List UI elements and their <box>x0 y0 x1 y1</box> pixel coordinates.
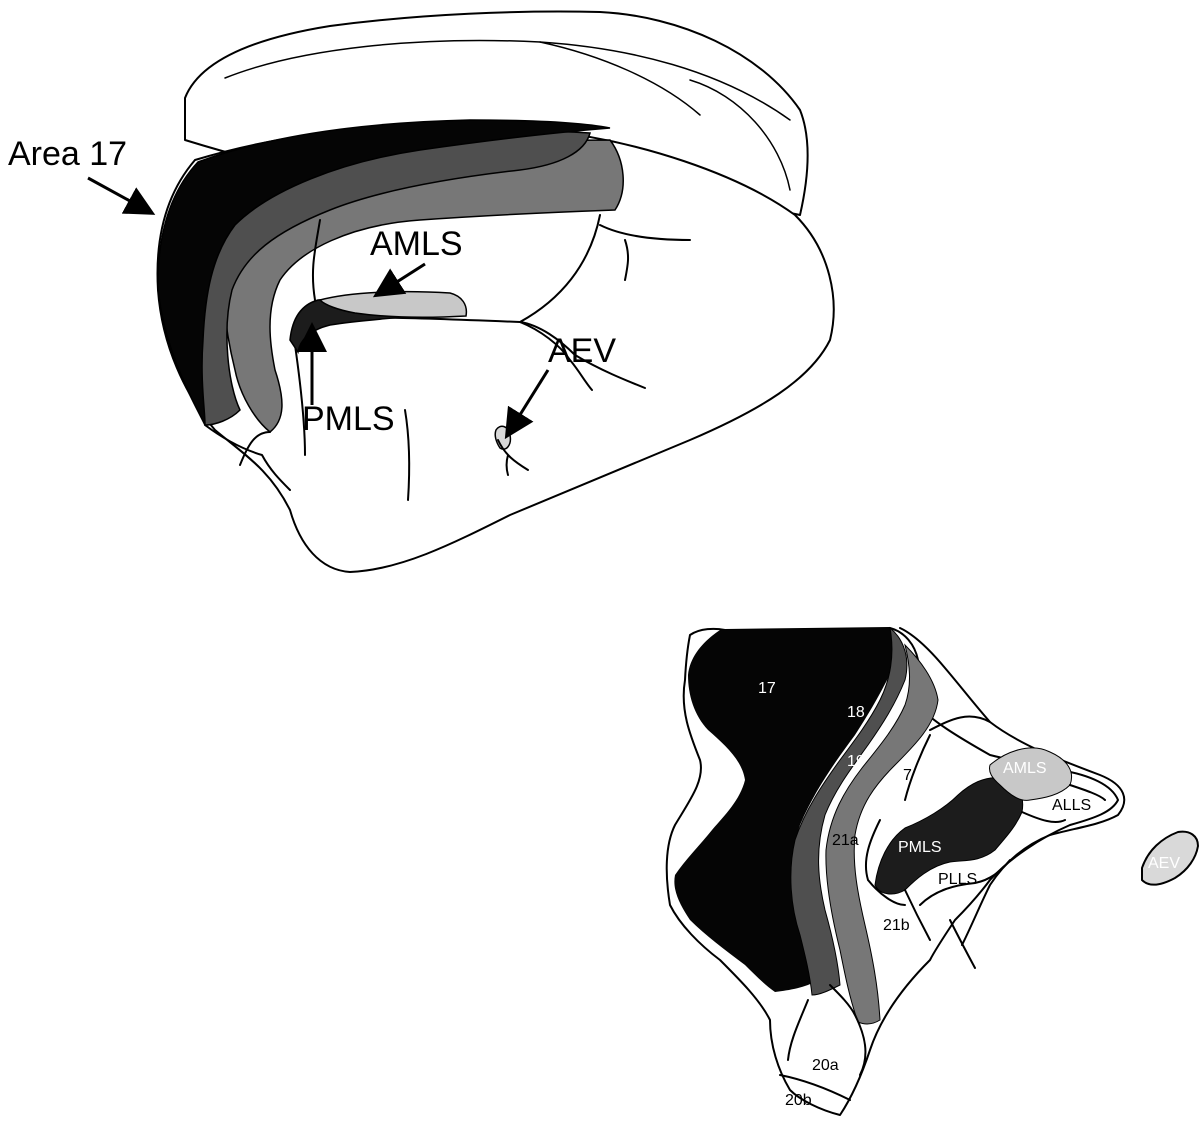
map-label-alls: ALLS <box>1052 797 1091 814</box>
map-label-pmls: PMLS <box>898 839 942 856</box>
map-label-19: 19 <box>847 753 865 770</box>
arrow-area17 <box>88 178 150 212</box>
map-label-21a: 21a <box>832 832 859 849</box>
map-label-20b: 20b <box>785 1092 812 1109</box>
map-label-20a: 20a <box>812 1057 839 1074</box>
map-label-18: 18 <box>847 704 865 721</box>
label-pmls: PMLS <box>302 400 395 438</box>
lateral-brain-view: Area 17 AMLS AEV PMLS <box>8 12 834 572</box>
map-label-7: 7 <box>903 767 912 784</box>
map-label-17: 17 <box>758 680 776 697</box>
map-label-21b: 21b <box>883 917 910 934</box>
map-label-plls: PLLS <box>938 871 977 888</box>
label-aev: AEV <box>548 332 616 370</box>
label-amls: AMLS <box>370 225 463 263</box>
flattened-cortex-map: 17 18 19 7 21a 21b 20a 20b PMLS PLLS AML… <box>667 628 1198 1115</box>
map-label-amls: AMLS <box>1003 760 1047 777</box>
label-area-17: Area 17 <box>8 135 127 173</box>
map-label-aev: AEV <box>1148 855 1180 872</box>
